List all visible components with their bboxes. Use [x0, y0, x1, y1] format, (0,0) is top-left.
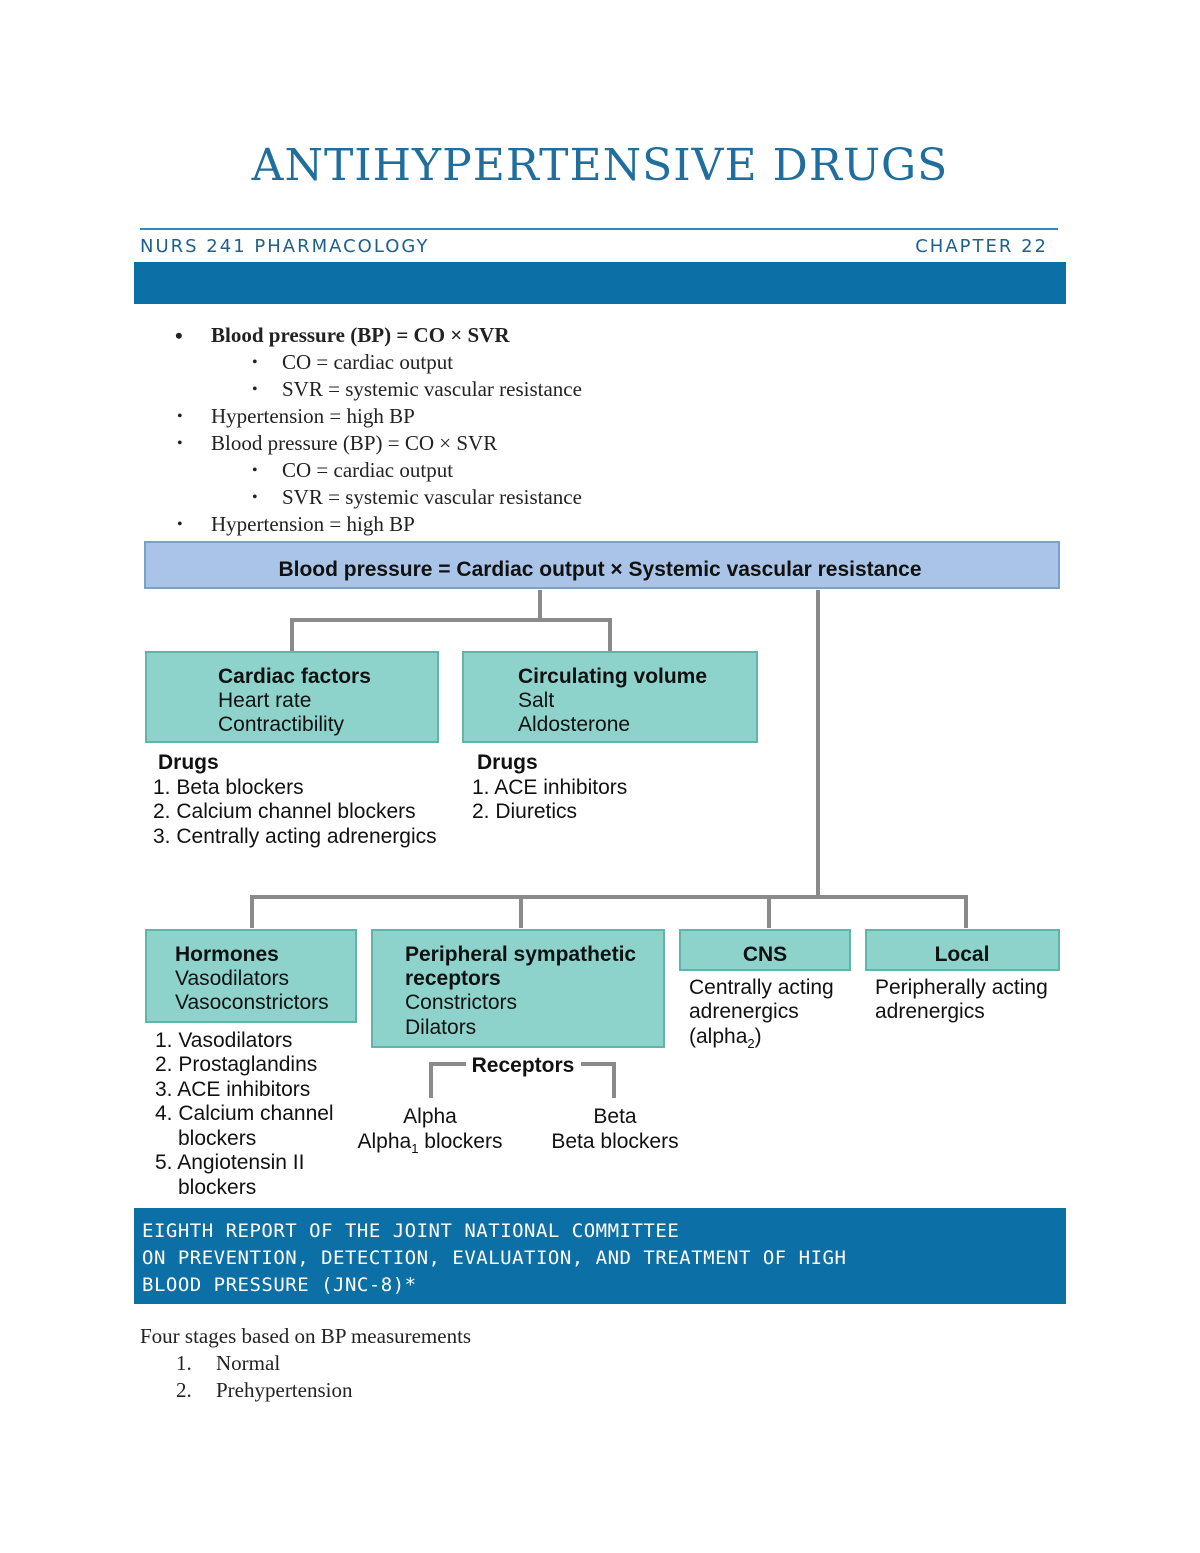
diagram-connectors: [250, 590, 968, 1098]
beta-blockers-label: Beta blockers: [551, 1130, 678, 1153]
jnc8-line: ON PREVENTION, DETECTION, EVALUATION, AN…: [142, 1247, 847, 1269]
bullet-dot-icon: •: [177, 408, 183, 425]
bullet-item: •SVR = systemic vascular resistance: [252, 377, 582, 401]
bullet-dot-icon: •: [177, 435, 183, 452]
root-label: Blood pressure = Cardiac output × System…: [278, 558, 921, 581]
header-rule: [140, 228, 1058, 230]
volume-drug: 1. ACE inhibitors: [472, 776, 627, 799]
bullet-dot-icon: •: [252, 354, 258, 371]
hormones-drug: 5. Angiotensin II: [155, 1151, 304, 1174]
bullet-item: •Blood pressure (BP) = CO × SVR: [175, 323, 510, 348]
hormones-drug: blockers: [178, 1127, 256, 1150]
bullet-item: •Hypertension = high BP: [177, 404, 415, 428]
bullet-dot-icon: •: [252, 381, 258, 398]
cardiac-drug: 2. Calcium channel blockers: [153, 800, 416, 823]
volume-item: Salt: [518, 689, 554, 712]
jnc8-line: EIGHTH REPORT OF THE JOINT NATIONAL COMM…: [142, 1220, 680, 1242]
hormones-drug: 2. Prostaglandins: [155, 1053, 317, 1076]
bullet-item: •SVR = systemic vascular resistance: [252, 485, 582, 509]
hormones-item: Vasoconstrictors: [175, 991, 329, 1014]
hormones-item: Vasodilators: [175, 967, 289, 990]
hormones-drug: 4. Calcium channel: [155, 1102, 334, 1125]
circulating-volume-title: Circulating volume: [518, 665, 707, 688]
cns-alpha2: (alpha2): [689, 1025, 762, 1051]
hormones-drug: blockers: [178, 1176, 256, 1199]
bullet-dot-icon: •: [177, 516, 183, 533]
alpha-label: Alpha: [403, 1105, 457, 1128]
cns-line: adrenergics: [689, 1000, 799, 1023]
bullet-dot-icon: •: [175, 323, 183, 348]
peripheral-title: Peripheral sympathetic: [405, 943, 636, 966]
chapter-label: CHAPTER 22: [915, 236, 1048, 257]
root-box: [144, 541, 1060, 589]
circulating-volume-box: [462, 651, 758, 743]
jnc8-line: BLOOD PRESSURE (JNC-8)*: [142, 1274, 417, 1296]
hormones-title: Hormones: [175, 943, 279, 966]
stage-item: 1.Normal: [176, 1351, 281, 1375]
cardiac-factors-title: Cardiac factors: [218, 665, 371, 688]
cardiac-factors-box: [145, 651, 439, 743]
bullet-dot-icon: •: [252, 489, 258, 506]
bullet-dot-icon: •: [252, 462, 258, 479]
cardiac-drug: 1. Beta blockers: [153, 776, 304, 799]
cardiac-item: Heart rate: [218, 689, 311, 712]
local-title: Local: [935, 943, 990, 966]
stage-item: 2.Prehypertension: [176, 1378, 353, 1402]
course-label: NURS 241 PHARMACOLOGY: [140, 236, 430, 257]
cns-line: Centrally acting: [689, 976, 834, 999]
cns-box: [679, 929, 851, 971]
cardiac-drugs-label: Drugs: [158, 751, 219, 774]
peripheral-title: receptors: [405, 967, 501, 990]
bullet-item: •Blood pressure (BP) = CO × SVR: [177, 431, 498, 455]
volume-item: Aldosterone: [518, 713, 630, 736]
volume-drug: 2. Diuretics: [472, 800, 577, 823]
cns-title: CNS: [743, 943, 787, 966]
page-title: ANTIHYPERTENSIVE DRUGS: [251, 140, 949, 191]
hormones-box: [145, 929, 357, 1023]
alpha-blockers-label: Alpha1 blockers: [358, 1130, 503, 1156]
local-box: [865, 929, 1060, 971]
peripheral-item: Dilators: [405, 1016, 476, 1039]
stages-intro: Four stages based on BP measurements: [140, 1324, 472, 1348]
bp-bullet-list: •Blood pressure (BP) = CO × SVR •CO = ca…: [140, 322, 582, 538]
jnc8-banner: EIGHTH REPORT OF THE JOINT NATIONAL COMM…: [134, 1208, 1066, 1304]
bullet-item: •Hypertension = high BP: [177, 512, 415, 536]
hormones-drug: 1. Vasodilators: [155, 1029, 292, 1052]
beta-label: Beta: [593, 1105, 637, 1128]
peripheral-item: Constrictors: [405, 991, 517, 1014]
volume-drugs-label: Drugs: [477, 751, 538, 774]
stages-list: 1.Normal 2.Prehypertension: [140, 1350, 471, 1404]
header-band: [134, 262, 1066, 304]
peripheral-receptors-box: [371, 929, 665, 1048]
local-line: Peripherally acting: [875, 976, 1048, 999]
receptors-label: Receptors: [472, 1054, 575, 1077]
bp-stages: Four stages based on BP measurements 1.N…: [140, 1322, 471, 1404]
local-line: adrenergics: [875, 1000, 985, 1023]
hormones-drug: 3. ACE inhibitors: [155, 1078, 310, 1101]
cardiac-drug: 3. Centrally acting adrenergics: [153, 825, 437, 848]
bullet-item: •CO = cardiac output: [252, 458, 454, 482]
bullet-item: •CO = cardiac output: [252, 350, 454, 374]
cardiac-item: Contractibility: [218, 713, 345, 736]
